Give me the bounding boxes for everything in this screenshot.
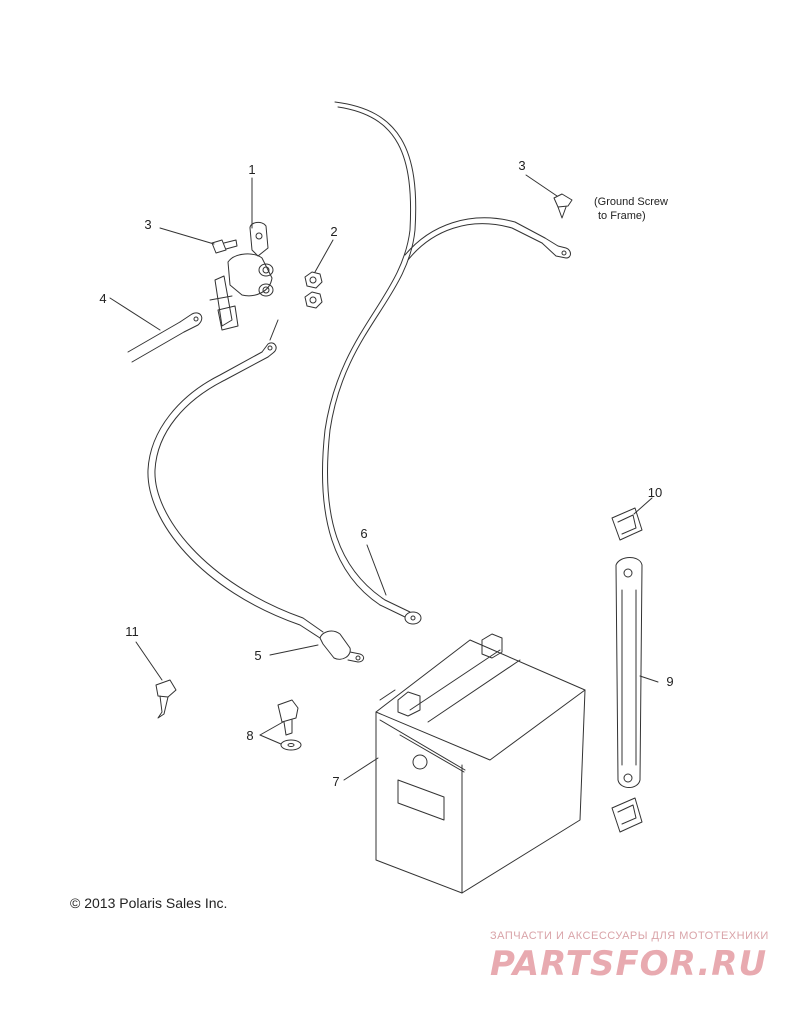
ground-screw-note-line1: (Ground Screw [594, 196, 668, 208]
clips-10 [611, 507, 643, 833]
nuts-2 [304, 271, 323, 309]
ground-screw-note-line2: to Frame) [598, 210, 646, 222]
watermark-tagline: ЗАПЧАСТИ И АКСЕССУАРЫ ДЛЯ МОТОТЕХНИКИ [490, 930, 769, 942]
callout-3-left: 3 [144, 217, 151, 232]
callout-7: 7 [332, 774, 339, 789]
callout-3-right: 3 [518, 158, 525, 173]
callout-5: 5 [254, 648, 261, 663]
screw-11 [155, 679, 177, 719]
callout-1: 1 [248, 162, 255, 177]
ground-cable [404, 217, 571, 261]
callout-8: 8 [246, 728, 253, 743]
watermark-logo: PARTSFOR.RU [490, 944, 768, 984]
callout-6: 6 [360, 526, 367, 541]
screw-3-left [211, 239, 238, 254]
cable-4 [109, 297, 203, 363]
callout-10: 10 [648, 485, 662, 500]
battery-cable-6 [322, 101, 422, 625]
solenoid-1 [209, 221, 274, 331]
callout-11: 11 [125, 624, 139, 639]
bolt-washer-8 [277, 699, 302, 751]
cable-5 [147, 342, 365, 663]
strap-9 [615, 557, 643, 788]
battery-7 [375, 633, 586, 894]
screw-3-right [553, 193, 573, 219]
leader-lines [135, 174, 659, 781]
callout-4: 4 [99, 291, 106, 306]
callout-9: 9 [666, 674, 673, 689]
copyright-notice: © 2013 Polaris Sales Inc. [70, 895, 228, 911]
callout-2: 2 [330, 224, 337, 239]
